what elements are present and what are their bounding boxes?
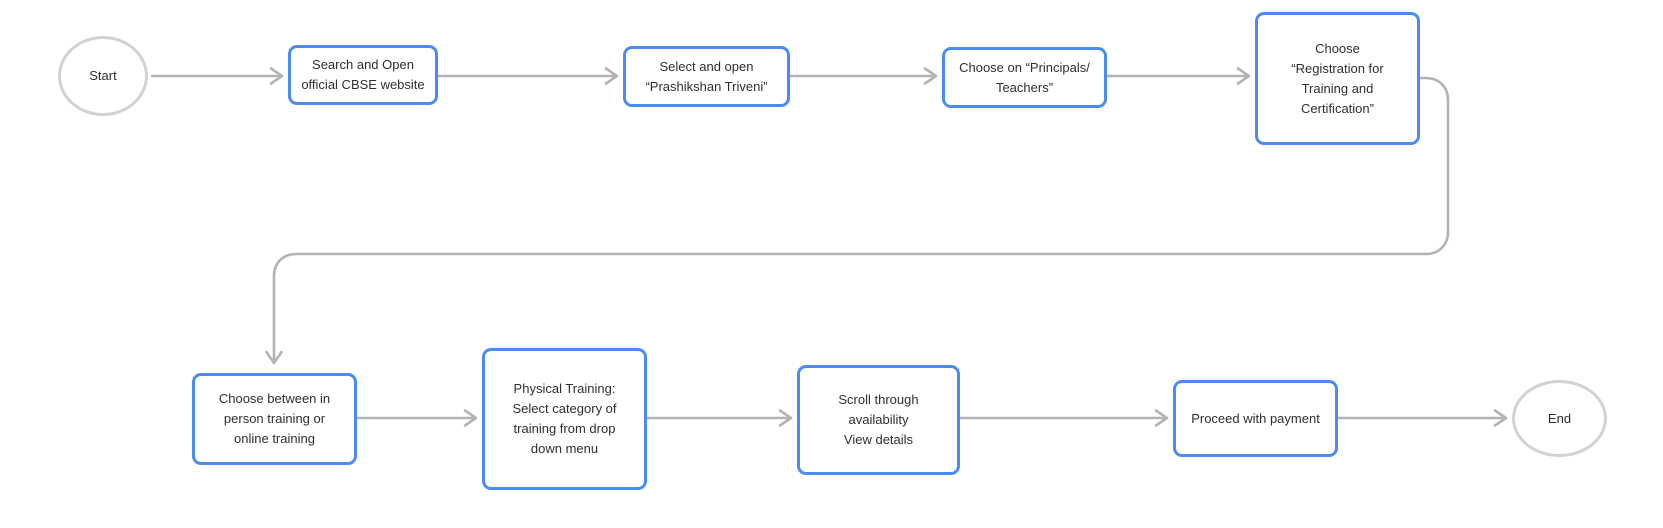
node-choose-registration-training-certification[interactable]: Choose “Registration for Training and Ce…	[1255, 12, 1420, 145]
edge-choose-principals-to-choose-registration	[1105, 67, 1251, 85]
node-physical-training-select-category[interactable]: Physical Training: Select category of tr…	[482, 348, 647, 490]
node-scroll-availability-view-details-label: Scroll through availability View details	[838, 392, 919, 447]
node-scroll-availability-view-details[interactable]: Scroll through availability View details	[797, 365, 960, 475]
edge-scroll-availability-to-proceed-payment	[958, 409, 1169, 427]
node-select-open-prashikshan-triveni[interactable]: Select and open “Prashikshan Triveni”	[623, 46, 790, 107]
node-physical-training-select-category-label: Physical Training: Select category of tr…	[512, 381, 617, 456]
node-search-open-cbse-website[interactable]: Search and Open official CBSE website	[288, 45, 438, 105]
node-proceed-with-payment-label: Proceed with payment	[1191, 410, 1320, 426]
edge-proceed-payment-to-end	[1336, 409, 1508, 427]
edge-physical-training-to-scroll-availability	[645, 409, 793, 427]
node-choose-training-mode[interactable]: Choose between in person training or onl…	[192, 373, 357, 465]
node-proceed-with-payment[interactable]: Proceed with payment	[1173, 380, 1338, 457]
node-choose-registration-training-certification-label: Choose “Registration for Training and Ce…	[1291, 40, 1384, 116]
edge-start-to-search-cbse	[150, 67, 284, 85]
node-end[interactable]: End	[1512, 380, 1607, 457]
node-start[interactable]: Start	[58, 36, 148, 116]
node-select-open-prashikshan-triveni-label: Select and open “Prashikshan Triveni”	[645, 58, 768, 94]
node-start-label: Start	[89, 68, 117, 83]
edge-choose-registration-to-choose-mode	[265, 76, 1450, 365]
edge-select-prashikshan-to-choose-principals	[788, 67, 938, 85]
edge-search-cbse-to-select-prashikshan	[436, 67, 619, 85]
node-search-open-cbse-website-label: Search and Open official CBSE website	[301, 57, 425, 92]
node-choose-principals-teachers-label: Choose on “Principals/ Teachers”	[959, 59, 1090, 95]
node-end-label: End	[1547, 410, 1572, 426]
edge-choose-mode-to-physical-training	[355, 409, 478, 427]
node-choose-training-mode-label: Choose between in person training or onl…	[218, 391, 331, 446]
node-choose-principals-teachers[interactable]: Choose on “Principals/ Teachers”	[942, 47, 1107, 108]
